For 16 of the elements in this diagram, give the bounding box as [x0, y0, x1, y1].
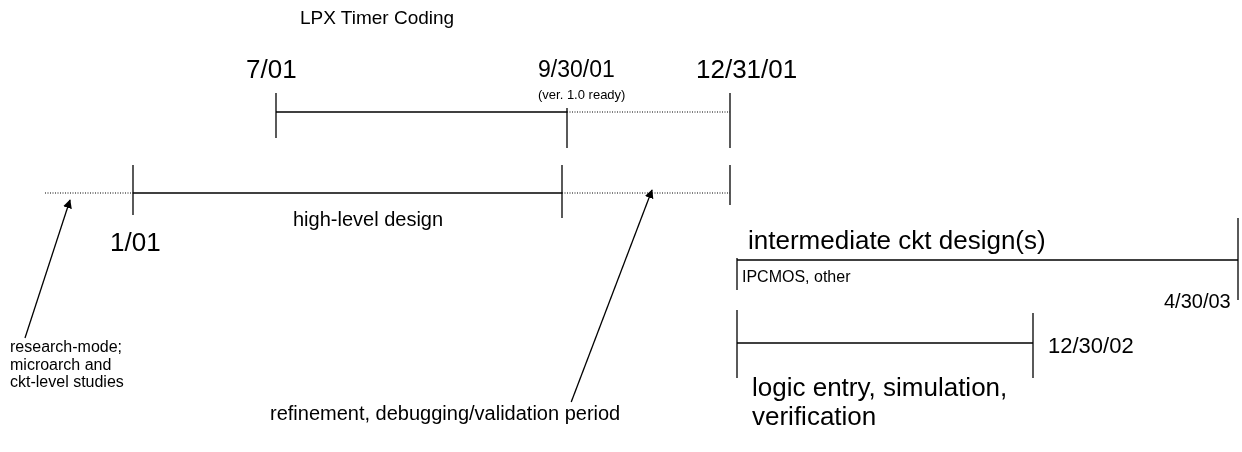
chart-title: LPX Timer Coding: [300, 8, 455, 29]
leader-line: [570, 189, 654, 403]
phase-label: intermediate ckt design(s): [748, 226, 1046, 255]
note-text: (ver. 1.0 ready): [538, 88, 626, 103]
note-text: refinement, debugging/validation period: [270, 402, 621, 424]
date-label: 1/01: [110, 228, 161, 257]
date-label: 9/30/01: [538, 57, 615, 83]
date-label: 7/01: [246, 55, 297, 84]
note-text: IPCMOS, other: [742, 268, 851, 286]
date-label: 12/30/02: [1048, 334, 1134, 359]
leader-line: [24, 199, 72, 339]
date-label: 4/30/03: [1164, 290, 1231, 312]
phase-label: logic entry, simulation, verification: [752, 373, 1009, 431]
date-label: 12/31/01: [696, 55, 798, 84]
note-text: research-mode; microarch and ckt-level studies: [10, 338, 135, 391]
phase-label: high-level design: [293, 208, 444, 230]
